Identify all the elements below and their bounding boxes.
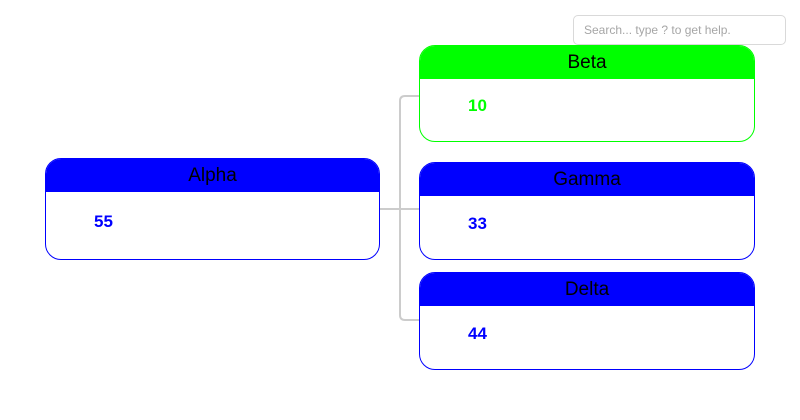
node-body: 44 [420, 306, 754, 369]
node-delta[interactable]: Delta 44 [419, 272, 755, 370]
search-input[interactable] [573, 15, 786, 45]
node-body: 10 [420, 79, 754, 141]
node-body: 33 [420, 196, 754, 259]
node-gamma[interactable]: Gamma 33 [419, 162, 755, 260]
node-value: 44 [468, 323, 487, 343]
node-alpha[interactable]: Alpha 55 [45, 158, 380, 260]
node-value: 33 [468, 213, 487, 233]
node-value: 55 [94, 211, 113, 231]
connector-children-bracket [399, 95, 419, 321]
node-title: Gamma [420, 163, 754, 196]
node-body: 55 [46, 192, 379, 259]
node-value: 10 [468, 96, 487, 115]
node-title: Alpha [46, 159, 379, 192]
node-title: Beta [420, 46, 754, 79]
node-title: Delta [420, 273, 754, 306]
node-beta[interactable]: Beta 10 [419, 45, 755, 142]
